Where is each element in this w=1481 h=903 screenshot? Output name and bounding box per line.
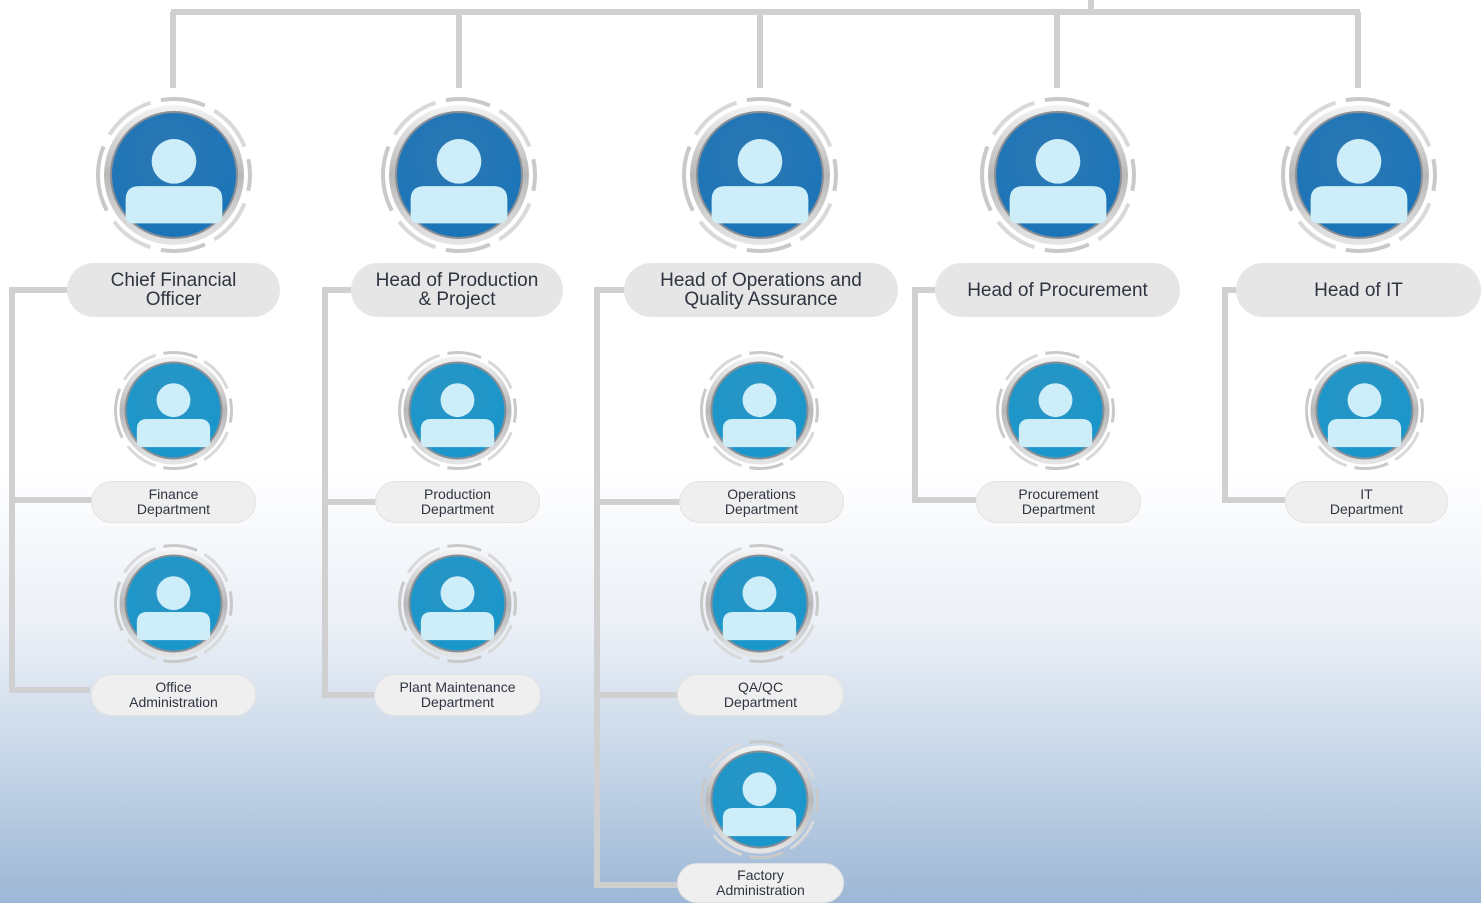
user-icon xyxy=(136,383,211,448)
head-avatar-procurement xyxy=(978,95,1138,255)
dept-avatar-procurement xyxy=(993,348,1118,473)
connector-operations xyxy=(594,287,680,888)
user-icon xyxy=(722,772,797,837)
dept-label-production: Production Department xyxy=(375,481,540,523)
user-icon xyxy=(420,576,495,641)
connector-production xyxy=(322,287,376,698)
dept-avatar-factory-administration xyxy=(697,737,822,862)
user-icon xyxy=(125,139,223,224)
user-icon xyxy=(722,383,797,448)
dept-avatar-qa-qc xyxy=(697,541,822,666)
connector-procurement xyxy=(912,287,976,503)
dept-label-factory-administration: Factory Administration xyxy=(677,863,844,903)
connector-it xyxy=(1222,287,1285,503)
dept-label-office-administration: Office Administration xyxy=(91,674,256,716)
connector-cfo xyxy=(9,287,92,693)
dept-avatar-operations xyxy=(697,348,822,473)
user-icon xyxy=(1009,139,1107,224)
head-label-procurement: Head of Procurement xyxy=(935,263,1180,317)
user-icon xyxy=(722,576,797,641)
dept-avatar-finance xyxy=(111,348,236,473)
dept-avatar-it xyxy=(1302,348,1427,473)
dept-label-it: IT Department xyxy=(1285,481,1448,523)
head-avatar-operations xyxy=(680,95,840,255)
user-icon xyxy=(420,383,495,448)
dept-avatar-office-administration xyxy=(111,541,236,666)
head-avatar-production xyxy=(379,95,539,255)
dept-avatar-production xyxy=(395,348,520,473)
user-icon xyxy=(410,139,508,224)
dept-label-procurement: Procurement Department xyxy=(976,481,1141,523)
dept-label-finance: Finance Department xyxy=(91,481,256,523)
dept-avatar-plant-maintenance xyxy=(395,541,520,666)
user-icon xyxy=(711,139,809,224)
head-label-cfo: Chief Financial Officer xyxy=(67,263,280,317)
root-connector xyxy=(170,0,1361,88)
dept-label-qa-qc: QA/QC Department xyxy=(677,674,844,716)
user-icon xyxy=(1018,383,1093,448)
head-avatar-it xyxy=(1279,95,1439,255)
head-label-operations: Head of Operations and Quality Assurance xyxy=(624,263,898,317)
dept-label-operations: Operations Department xyxy=(679,481,844,523)
dept-label-plant-maintenance: Plant Maintenance Department xyxy=(374,674,541,716)
head-label-it: Head of IT xyxy=(1236,263,1481,317)
head-label-production: Head of Production & Project xyxy=(351,263,563,317)
user-icon xyxy=(1310,139,1408,224)
head-avatar-cfo xyxy=(94,95,254,255)
user-icon xyxy=(136,576,211,641)
user-icon xyxy=(1327,383,1402,448)
